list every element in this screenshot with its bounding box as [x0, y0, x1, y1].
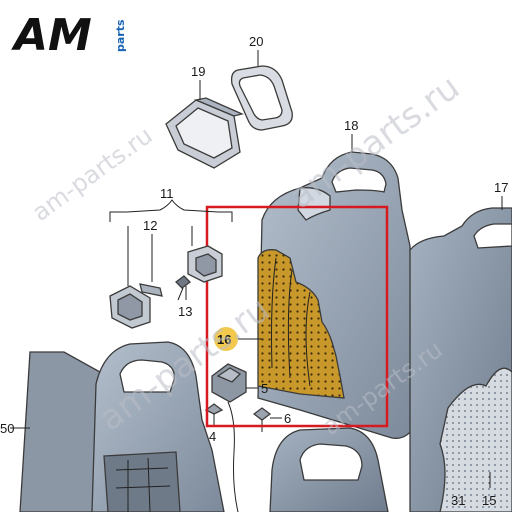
- callout-4: 4: [209, 429, 216, 444]
- logo-text: AM: [11, 10, 92, 61]
- part-lower-middle-seat: [269, 427, 389, 512]
- callout-16-badge: 16: [214, 327, 262, 351]
- callout-13: 13: [178, 304, 192, 319]
- callout-18: 18: [344, 118, 358, 133]
- part-19-handle-housing: [165, 97, 244, 169]
- logo-subtext: parts: [114, 19, 127, 52]
- part-11-group-bracket: [109, 199, 233, 222]
- brand-logo: AM parts: [11, 10, 127, 61]
- part-12-hinge: [109, 283, 163, 329]
- callout-12: 12: [143, 218, 157, 233]
- part-17-seat-back: [409, 207, 512, 512]
- part-6-clip: [252, 407, 272, 432]
- callout-19: 19: [191, 64, 205, 79]
- callout-6: 6: [284, 411, 291, 426]
- part-16-upholstery: [257, 249, 345, 399]
- callout-20: 20: [249, 34, 263, 49]
- part-20-bezel: [230, 65, 293, 131]
- callout-17: 17: [494, 180, 508, 195]
- callout-15: 15: [482, 493, 496, 508]
- part-13-mount: [175, 245, 223, 301]
- callout-16: 16: [217, 332, 231, 347]
- part-lower-seat-back: [19, 341, 225, 512]
- highlight-frame: [205, 205, 389, 428]
- callout-50: 50: [0, 421, 14, 436]
- callout-11: 11: [160, 186, 174, 201]
- part-4-clip: [204, 403, 224, 426]
- callout-31: 31: [451, 493, 465, 508]
- callout-5: 5: [261, 381, 268, 396]
- part-5-latch: [211, 363, 247, 512]
